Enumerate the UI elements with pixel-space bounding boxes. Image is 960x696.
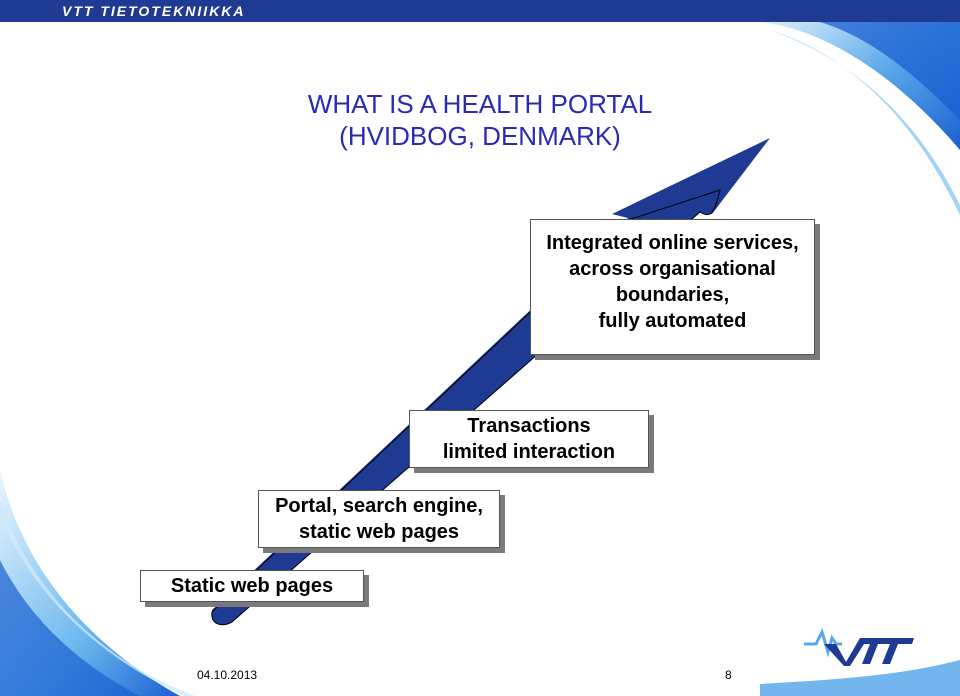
stage-label: static web pages bbox=[259, 519, 499, 545]
title-line-1: WHAT IS A HEALTH PORTAL bbox=[280, 88, 680, 120]
footer-date: 04.10.2013 bbox=[197, 668, 257, 682]
title-line-2: (HVIDBOG, DENMARK) bbox=[280, 120, 680, 152]
stage-label: Integrated online services, bbox=[531, 230, 814, 256]
stage-label: Portal, search engine, bbox=[259, 493, 499, 519]
stage-label: across organisational bbox=[531, 256, 814, 282]
stage-box-transactions: Transactions limited interaction bbox=[409, 410, 649, 468]
vtt-logo bbox=[802, 622, 914, 666]
page-number: 8 bbox=[725, 668, 732, 682]
logo-letters bbox=[824, 638, 914, 666]
stage-label: boundaries, bbox=[531, 282, 814, 308]
stage-box-integrated-services: Integrated online services, across organ… bbox=[530, 219, 815, 355]
stage-label: Static web pages bbox=[141, 571, 363, 601]
stage-label: fully automated bbox=[531, 308, 814, 334]
stage-label: Transactions bbox=[410, 413, 648, 439]
stage-label: limited interaction bbox=[410, 439, 648, 465]
stage-box-portal: Portal, search engine, static web pages bbox=[258, 490, 500, 548]
stage-box-static-web-pages: Static web pages bbox=[140, 570, 364, 602]
slide-title: WHAT IS A HEALTH PORTAL (HVIDBOG, DENMAR… bbox=[280, 88, 680, 152]
